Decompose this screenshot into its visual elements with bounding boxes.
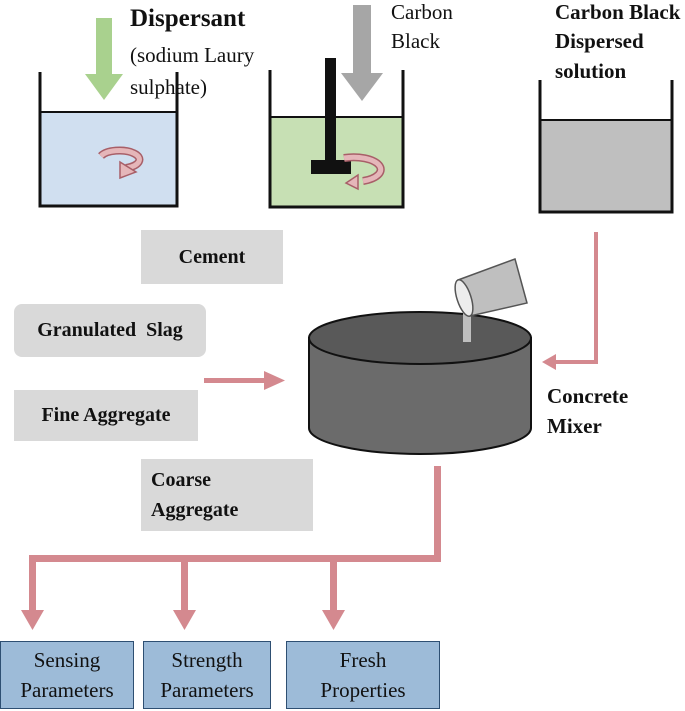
granulated-slag-label: Granulated Slag (37, 319, 183, 341)
stir-rotation-icon (98, 146, 144, 180)
dispersed-solution-label-line-1: Carbon Black (555, 0, 681, 24)
concrete-mixer-icon (308, 311, 532, 455)
concrete-mixer-label-line-1: Concrete (547, 384, 629, 408)
fresh-properties-box: Fresh Properties (286, 641, 440, 709)
concrete-mixer-label-line-2: Mixer (547, 414, 602, 438)
coarse-aggregate-label-line-2: Aggregate (151, 499, 239, 521)
carbon-black-label-line-2: Black (391, 29, 440, 53)
pouring-bucket-icon (454, 258, 528, 342)
carbon-black-arrow (341, 5, 383, 101)
dispersant-label: Dispersant (130, 5, 246, 32)
fine-aggregate-label: Fine Aggregate (41, 404, 171, 426)
stirrer-icon (311, 58, 351, 174)
dispersant-beaker (38, 72, 179, 208)
carbon-black-label-line-1: Carbon (391, 0, 453, 24)
coarse-aggregate-label-line-1: Coarse (151, 469, 211, 491)
stir-rotation-icon-2 (343, 153, 385, 191)
granulated-slag-box: Granulated Slag (14, 304, 206, 357)
strength-parameters-line-2: Parameters (160, 678, 254, 702)
solution-to-mixer-arrow (542, 232, 598, 370)
fine-aggregate-box: Fine Aggregate (14, 390, 198, 441)
fresh-properties-line-2: Properties (320, 678, 406, 702)
dispersed-solution-beaker (538, 80, 674, 214)
dispersant-detail-line-1: (sodium Laury (130, 43, 255, 67)
cement-box: Cement (141, 230, 283, 284)
dispersed-solution-label-line-3: solution (555, 59, 627, 83)
materials-to-mixer-arrow (204, 371, 285, 390)
sensing-parameters-line-2: Parameters (20, 678, 114, 702)
sensing-parameters-box: Sensing Parameters (0, 641, 134, 709)
fresh-properties-line-1: Fresh (339, 648, 387, 672)
mixer-output-arrows (21, 466, 441, 630)
coarse-aggregate-box: Coarse Aggregate (141, 459, 313, 531)
strength-parameters-line-1: Strength (171, 648, 243, 672)
dispersant-arrow (85, 18, 123, 100)
carbon-black-beaker (268, 70, 405, 209)
cement-label: Cement (178, 245, 246, 268)
dispersed-solution-label-line-2: Dispersed (555, 29, 644, 53)
dispersant-detail-line-2: sulphate) (130, 75, 207, 99)
strength-parameters-box: Strength Parameters (143, 641, 271, 709)
sensing-parameters-line-1: Sensing (33, 648, 101, 672)
